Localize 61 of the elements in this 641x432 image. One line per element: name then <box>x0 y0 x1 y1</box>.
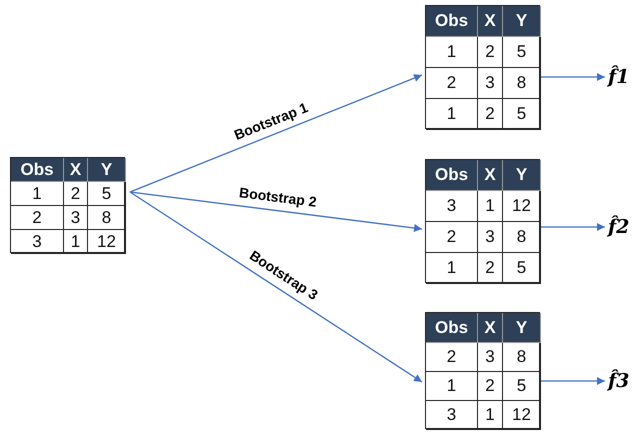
table-cell: 8 <box>503 222 541 253</box>
model-estimate-label: f̂1 <box>608 64 630 90</box>
header-cell: Obs <box>426 313 478 343</box>
table-cell: 12 <box>88 230 126 254</box>
table-cell: 5 <box>503 253 541 284</box>
header-cell: Y <box>88 158 126 182</box>
data-table <box>425 312 540 429</box>
header-cell: X <box>478 6 503 37</box>
table-cell: 3 <box>426 191 478 222</box>
model-estimate-label: f̂2 <box>608 214 630 240</box>
table-cell: 3 <box>11 230 64 254</box>
arrow <box>130 191 422 232</box>
table-cell: 1 <box>64 230 88 254</box>
arrow <box>130 74 422 193</box>
table-cell: 2 <box>426 222 478 253</box>
table-cell: 3 <box>64 206 88 230</box>
header-cell: Obs <box>11 158 64 182</box>
table-cell: 1 <box>478 401 503 430</box>
arrow <box>541 73 605 81</box>
table-cell: 2 <box>11 206 64 230</box>
table-cell: 2 <box>478 372 503 401</box>
header-cell: X <box>478 313 503 343</box>
arrow <box>130 191 422 383</box>
table-cell: 8 <box>503 343 541 372</box>
header-cell: Y <box>503 160 541 191</box>
model-estimate-label: f̂3 <box>608 368 630 394</box>
table-cell: 2 <box>426 343 478 372</box>
table-cell: 3 <box>426 401 478 430</box>
table-cell: 5 <box>503 372 541 401</box>
table-cell: 8 <box>88 206 126 230</box>
arrow <box>541 223 605 231</box>
data-table <box>10 157 125 253</box>
arrow <box>541 377 605 385</box>
table-cell: 5 <box>88 182 126 206</box>
header-cell: X <box>64 158 88 182</box>
table-cell: 1 <box>11 182 64 206</box>
table-cell: 12 <box>503 191 541 222</box>
table-cell: 1 <box>426 253 478 284</box>
table-cell: 12 <box>503 401 541 430</box>
table-cell: 1 <box>478 191 503 222</box>
table-cell: 3 <box>478 68 503 99</box>
data-table <box>425 5 540 129</box>
table-cell: 1 <box>426 372 478 401</box>
table-cell: 1 <box>426 37 478 68</box>
table-cell: 3 <box>478 343 503 372</box>
header-cell: Obs <box>426 6 478 37</box>
header-cell: Y <box>503 313 541 343</box>
header-cell: Obs <box>426 160 478 191</box>
header-cell: Y <box>503 6 541 37</box>
table-cell: 8 <box>503 68 541 99</box>
table-cell: 2 <box>426 68 478 99</box>
table-cell: 2 <box>64 182 88 206</box>
table-cell: 5 <box>503 37 541 68</box>
table-cell: 2 <box>478 99 503 130</box>
table-cell: 5 <box>503 99 541 130</box>
table-cell: 2 <box>478 253 503 284</box>
table-cell: 2 <box>478 37 503 68</box>
table-cell: 1 <box>426 99 478 130</box>
data-table <box>425 159 540 283</box>
table-cell: 3 <box>478 222 503 253</box>
header-cell: X <box>478 160 503 191</box>
